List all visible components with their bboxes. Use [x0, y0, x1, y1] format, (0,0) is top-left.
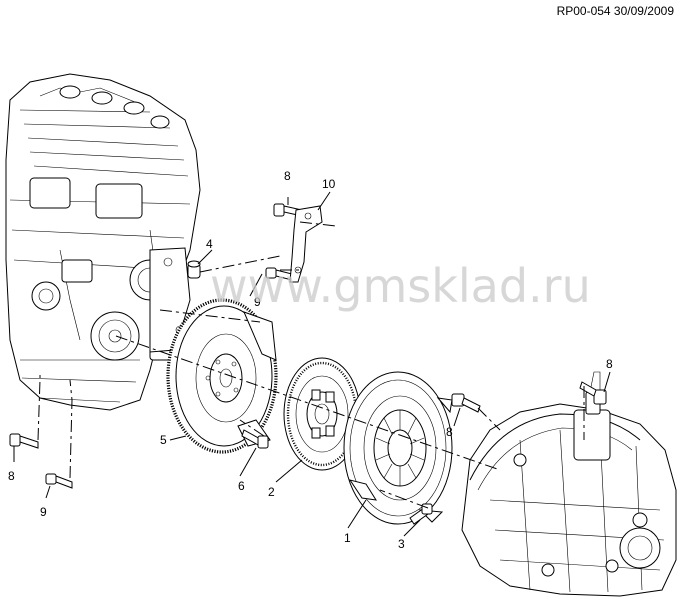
engine-block	[5, 73, 201, 411]
drawing-reference: RP00-054 30/09/2009	[556, 4, 674, 18]
callout-4: 4	[206, 237, 213, 251]
callout-10: 10	[322, 177, 336, 191]
callout-8-left: 8	[8, 469, 15, 483]
callout-8-right: 8	[606, 357, 613, 371]
callouts: 8 10 4 9 5 6 2 1 3 8 8 8 9	[8, 169, 613, 551]
callout-8-middle: 8	[446, 425, 453, 439]
flywheel	[166, 298, 278, 454]
dowel-pin	[187, 260, 201, 279]
callout-8-top: 8	[284, 169, 291, 183]
bolt-8-right	[579, 381, 607, 405]
callout-9-lower: 9	[40, 505, 47, 519]
callout-6: 6	[238, 479, 245, 493]
bolt-9-upper	[265, 267, 293, 281]
bolt-8-middle	[451, 393, 481, 413]
assembly-axis-lines	[37, 221, 585, 509]
watermark: www.gmsklad.ru	[210, 259, 591, 313]
bolt-9-lower	[45, 473, 73, 489]
callout-3: 3	[398, 537, 405, 551]
bolt-8-left	[9, 433, 39, 449]
transmission-housing	[461, 371, 677, 597]
callout-5: 5	[160, 433, 167, 447]
callout-9-upper: 9	[254, 295, 261, 309]
bracket	[289, 205, 323, 283]
callout-2: 2	[268, 485, 275, 499]
pressure-plate	[343, 371, 453, 525]
clutch-disc	[283, 357, 361, 471]
leader-lines	[13, 191, 611, 537]
flywheel-bolt	[241, 429, 269, 449]
callout-1: 1	[344, 531, 351, 545]
